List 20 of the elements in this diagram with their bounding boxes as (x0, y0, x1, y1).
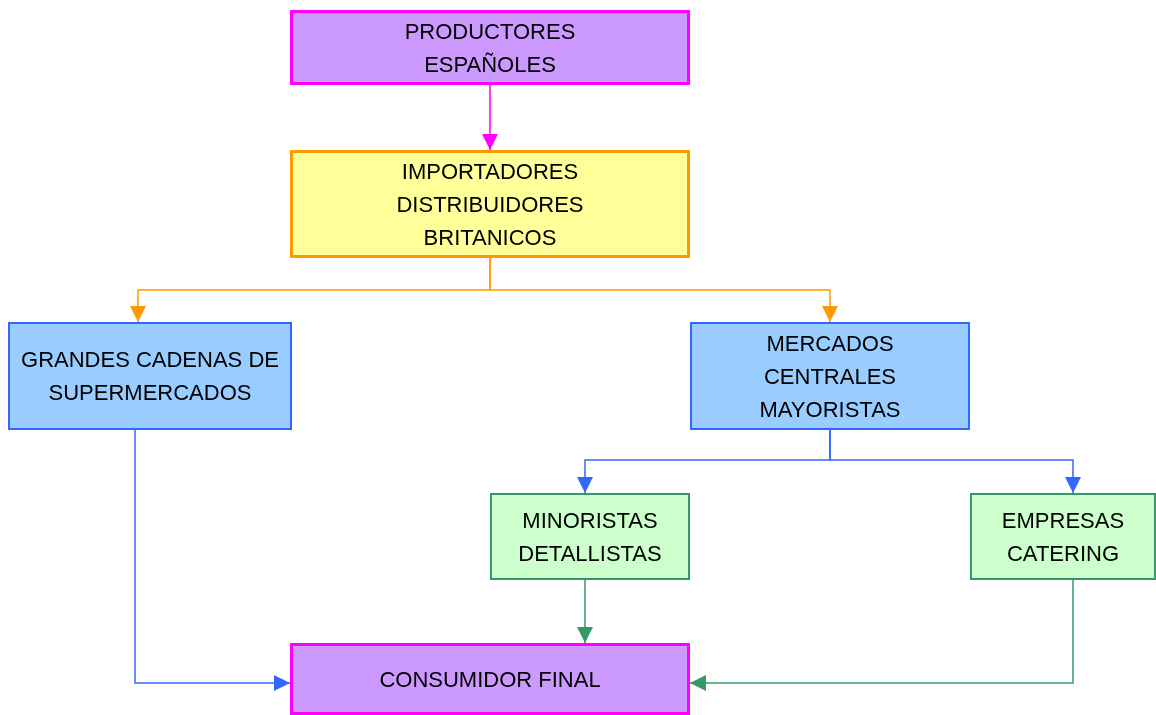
box-label: IMPORTADORES DISTRIBUIDORES BRITANICOS (395, 157, 585, 252)
box-label: PRODUCTORES ESPAÑOLES (403, 17, 577, 79)
box-label: MERCADOS CENTRALES MAYORISTAS (758, 329, 902, 424)
box-label: CONSUMIDOR FINAL (379, 665, 601, 694)
box-label: EMPRESAS CATERING (1000, 506, 1126, 568)
box-label: GRANDES CADENAS DE SUPERMERCADOS (20, 346, 280, 407)
process-box (290, 10, 690, 85)
arrow (482, 84, 498, 151)
process-box (8, 322, 292, 430)
process-box (690, 322, 970, 430)
arrow (489, 257, 838, 323)
arrow (829, 429, 1081, 494)
box-label: MINORISTAS DETALLISTAS (517, 506, 663, 568)
arrow (134, 429, 291, 691)
arrow (577, 579, 593, 644)
process-box (490, 493, 690, 580)
process-box (970, 493, 1156, 580)
process-box (290, 643, 690, 715)
process-box (290, 150, 690, 258)
arrow (689, 579, 1074, 691)
